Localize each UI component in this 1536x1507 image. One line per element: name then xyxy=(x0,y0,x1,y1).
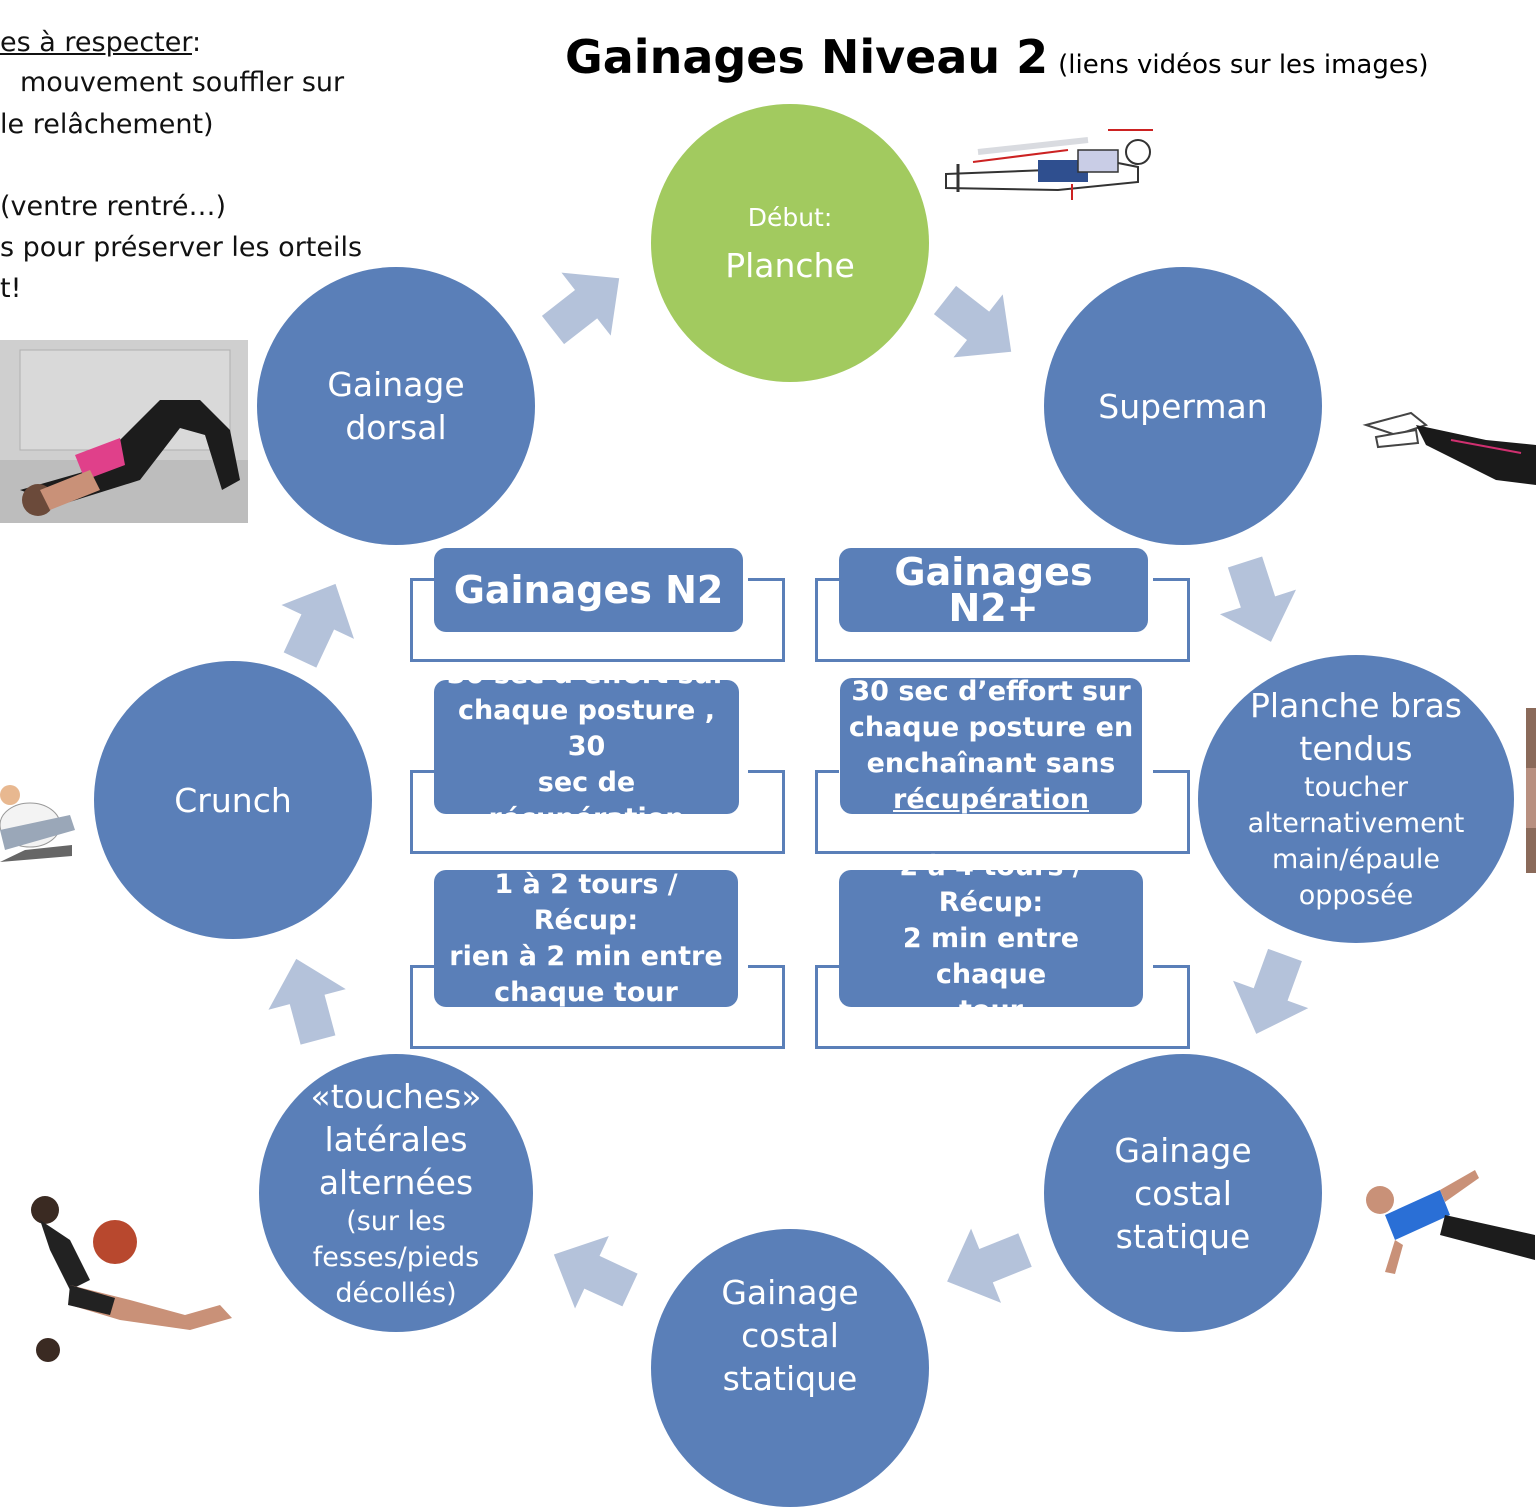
note-line-2: mouvement souffler sur xyxy=(20,67,345,98)
n2-title-bracket xyxy=(410,578,785,662)
n2-effort-box: 30 sec d’effort sur chaque posture , 30 … xyxy=(434,659,739,834)
cycle-arrows xyxy=(268,272,1309,1309)
note-line-5: s pour préserver les orteils xyxy=(0,232,363,263)
step-dorsal-line-2: dorsal xyxy=(345,408,447,447)
touches-laterales-video-image[interactable] xyxy=(10,1190,240,1372)
step-crunch-label: Crunch xyxy=(174,780,292,820)
step-touches-line-1: «touches» xyxy=(310,1076,482,1116)
bracket-tick xyxy=(410,965,434,968)
step-costal-bottom-line-1: Gainage xyxy=(721,1273,859,1312)
bracket-tick xyxy=(410,770,434,773)
n2-effort-line-3: sec de récupération xyxy=(488,767,685,834)
n2plus-effort-line-3: enchaînant sans xyxy=(866,748,1116,779)
bracket-tick xyxy=(815,578,839,581)
step-plancheb-line-6: opposée xyxy=(1298,880,1414,911)
bracket-tick xyxy=(748,578,785,581)
step-costal-right-line-1: Gainage xyxy=(1114,1130,1252,1170)
step-dorsal-line-1: Gainage xyxy=(327,365,465,404)
n2plus-tours-box: 2 à 4 tours / Récup: 2 min entre chaque … xyxy=(839,851,1143,1026)
bracket-tick xyxy=(1153,578,1190,581)
step-costal-right-line-2: costal xyxy=(1134,1173,1232,1213)
step-gainage-dorsal: Gainage dorsal xyxy=(257,267,535,545)
superman-video-image[interactable] xyxy=(1356,395,1536,495)
arrow-superman-to-plancheb xyxy=(1219,556,1297,642)
step-touches-line-3: alternées xyxy=(318,1162,474,1202)
bracket-tick xyxy=(815,965,839,968)
arrow-plancheb-to-costal xyxy=(1233,948,1309,1034)
n2-effort-line-2: chaque posture , 30 xyxy=(457,695,716,762)
step-gainage-costal-right: Gainage costal statique xyxy=(1044,1054,1322,1332)
arrow-crunch-to-dorsal xyxy=(281,583,355,668)
step-plancheb-line-5: main/épaule xyxy=(1271,844,1441,875)
note-line-3: le relâchement) xyxy=(0,109,214,140)
n2plus-effort-box: 30 sec d’effort sur chaque posture en en… xyxy=(840,676,1142,815)
planche-video-image[interactable] xyxy=(938,112,1170,208)
n2plus-tours-line-1: 2 à 4 tours / Récup: xyxy=(899,850,1083,918)
step-plancheb-line-1: Planche bras xyxy=(1250,686,1462,725)
arrow-touches-to-crunch xyxy=(268,958,346,1045)
note-line-4: (ventre rentré…) xyxy=(0,191,226,222)
arrow-costal-to-touches xyxy=(553,1235,638,1309)
page-title: Gainages Niveau 2 (liens vidéos sur les i… xyxy=(565,30,1429,84)
step-touches-line-6: décollés) xyxy=(335,1277,457,1309)
step-costal-right-line-3: statique xyxy=(1115,1216,1251,1256)
step-gainage-costal-bottom: Gainage costal statique xyxy=(651,1229,929,1507)
step-plancheb-line-2: tendus xyxy=(1299,729,1413,768)
crunch-video-image[interactable] xyxy=(0,770,75,870)
n2plus-effort-line-2: chaque posture en xyxy=(848,712,1134,743)
step-costal-bottom-line-3: statique xyxy=(722,1359,858,1398)
title-subtitle: (liens vidéos sur les images) xyxy=(1058,50,1429,80)
step-start-label: Planche xyxy=(725,245,855,285)
bracket-tick xyxy=(410,578,434,581)
step-touches-line-4: (sur les xyxy=(346,1205,446,1237)
step-costal-bottom-line-2: costal xyxy=(741,1316,839,1355)
step-plancheb-line-3: toucher xyxy=(1304,772,1408,803)
note-line-1: es à respecter: xyxy=(0,27,202,58)
planche-bras-video-image[interactable] xyxy=(1526,708,1536,873)
n2plus-title-bracket xyxy=(815,578,1190,662)
bracket-tick xyxy=(748,770,785,773)
step-touches-line-2: latérales xyxy=(324,1119,468,1159)
n2plus-tours-line-3: tour xyxy=(959,994,1023,1026)
n2plus-effort-line-1: 30 sec d’effort sur xyxy=(851,676,1131,707)
n2-effort-bracket xyxy=(410,770,785,854)
arrow-dorsal-to-planche xyxy=(541,272,620,345)
step-superman-label: Superman xyxy=(1098,386,1268,426)
note-line-6: t! xyxy=(0,273,22,304)
n2-tours-bracket xyxy=(410,965,785,1049)
step-start-prefix: Début: xyxy=(747,202,833,232)
step-planche-start: Début: Planche xyxy=(651,104,929,382)
gainage-dorsal-video-image[interactable] xyxy=(0,340,248,523)
n2-tours-line-3: chaque tour xyxy=(494,976,678,1008)
step-planche-bras-tendus: Planche bras tendus toucher alternativem… xyxy=(1198,655,1514,943)
n2-tours-box: 1 à 2 tours / Récup: rien à 2 min entre … xyxy=(434,868,738,1008)
bracket-tick xyxy=(815,770,839,773)
arrow-costal-to-costal xyxy=(947,1228,1032,1303)
bracket-tick xyxy=(748,965,785,968)
step-touches-laterales: «touches» latérales alternées (sur les f… xyxy=(259,1054,533,1332)
n2plus-tours-bracket xyxy=(815,965,1190,1049)
title-main: Gainages Niveau 2 xyxy=(565,30,1049,84)
n2plus-effort-bracket xyxy=(815,770,1190,854)
n2plus-effort-line-4: récupération xyxy=(893,784,1089,815)
step-superman: Superman xyxy=(1044,267,1322,545)
n2-tours-line-1: 1 à 2 tours / Récup: xyxy=(494,868,678,936)
n2plus-tours-line-2: 2 min entre chaque xyxy=(902,922,1080,990)
step-crunch: Crunch xyxy=(94,661,372,939)
n2plus-title: Gainages N2+ xyxy=(839,548,1148,632)
step-touches-line-5: fesses/pieds xyxy=(312,1241,480,1273)
n2-title: Gainages N2 xyxy=(434,548,743,632)
bracket-tick xyxy=(1153,770,1190,773)
bracket-tick xyxy=(1153,965,1190,968)
n2-effort-line-1: 30 sec d’effort sur xyxy=(446,659,727,690)
n2-tours-line-2: rien à 2 min entre xyxy=(449,940,723,972)
gainage-costal-video-image[interactable] xyxy=(1355,1160,1536,1280)
arrow-planche-to-superman xyxy=(933,285,1012,358)
step-plancheb-line-4: alternativement xyxy=(1247,808,1465,839)
